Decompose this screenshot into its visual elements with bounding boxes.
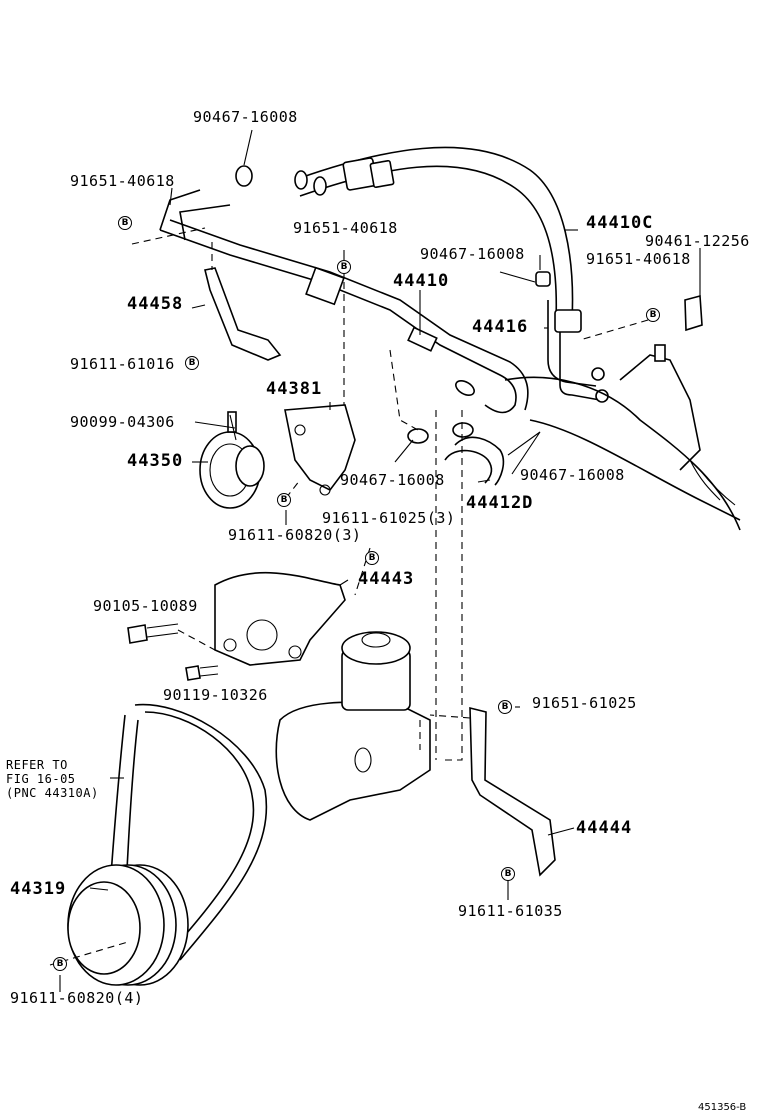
b-mark-icon: B <box>337 260 351 274</box>
crank-pulley-44319 <box>67 864 189 986</box>
steering-gear-housing <box>504 344 741 531</box>
label-91611-60820-3: 91611-60820(3) <box>228 526 362 544</box>
bracket-44443 <box>214 571 346 666</box>
bracket-44444 <box>469 706 556 877</box>
label-90119-10326: 90119-10326 <box>163 686 268 704</box>
label-91651-40618-c: 91651-40618 <box>586 250 691 268</box>
label-44443: 44443 <box>358 569 415 589</box>
label-90467-16008-top: 90467-16008 <box>193 108 298 126</box>
b-mark-icon: B <box>498 700 512 714</box>
b-mark-icon: B <box>501 867 515 881</box>
label-44410c: 44410C <box>586 213 654 233</box>
hose-clamps <box>235 165 703 444</box>
label-90461-12256: 90461-12256 <box>645 232 750 250</box>
label-90467-16008-right: 90467-16008 <box>520 466 625 484</box>
label-90099-04306: 90099-04306 <box>70 413 175 431</box>
label-44412d: 44412D <box>466 493 534 513</box>
b-mark-icon: B <box>118 216 132 230</box>
label-90467-16008-low: 90467-16008 <box>340 471 445 489</box>
b-mark-icon: B <box>53 957 67 971</box>
refer-note-line3: (PNC 44310A) <box>6 786 99 800</box>
label-91651-40618-a: 91651-40618 <box>70 172 175 190</box>
bracket-44458 <box>204 267 282 361</box>
hose-44410c <box>294 146 582 333</box>
b-mark-icon: B <box>646 308 660 322</box>
label-44410: 44410 <box>393 271 450 291</box>
label-44444: 44444 <box>576 818 633 838</box>
bracket-44381 <box>284 404 356 496</box>
bolts <box>127 414 237 681</box>
refer-note-line1: REFER TO <box>6 758 68 772</box>
b-mark-icon: B <box>365 551 379 565</box>
power-steering-pump <box>275 631 431 821</box>
label-44458: 44458 <box>127 294 184 314</box>
label-44350: 44350 <box>127 451 184 471</box>
b-mark-icon: B <box>185 356 199 370</box>
label-91611-60820-4: 91611-60820(4) <box>10 989 144 1007</box>
label-91611-61035: 91611-61035 <box>458 902 563 920</box>
label-90105-10089: 90105-10089 <box>93 597 198 615</box>
label-44381: 44381 <box>266 379 323 399</box>
label-91651-40618-b: 91651-40618 <box>293 219 398 237</box>
refer-note-line2: FIG 16-05 <box>6 772 76 786</box>
label-44416: 44416 <box>472 317 529 337</box>
label-91651-61025: 91651-61025 <box>532 694 637 712</box>
label-90467-16008-mid: 90467-16008 <box>420 245 525 263</box>
figure-id: 451356-B <box>698 1102 747 1113</box>
pipe-44410 <box>159 189 529 414</box>
hose-44412d <box>444 436 505 486</box>
b-mark-icon: B <box>277 493 291 507</box>
label-91611-61025-3: 91611-61025(3) <box>322 509 456 527</box>
pump-pulley-44350 <box>199 411 265 509</box>
label-44319: 44319 <box>10 879 67 899</box>
label-91611-61016: 91611-61016 <box>70 355 175 373</box>
